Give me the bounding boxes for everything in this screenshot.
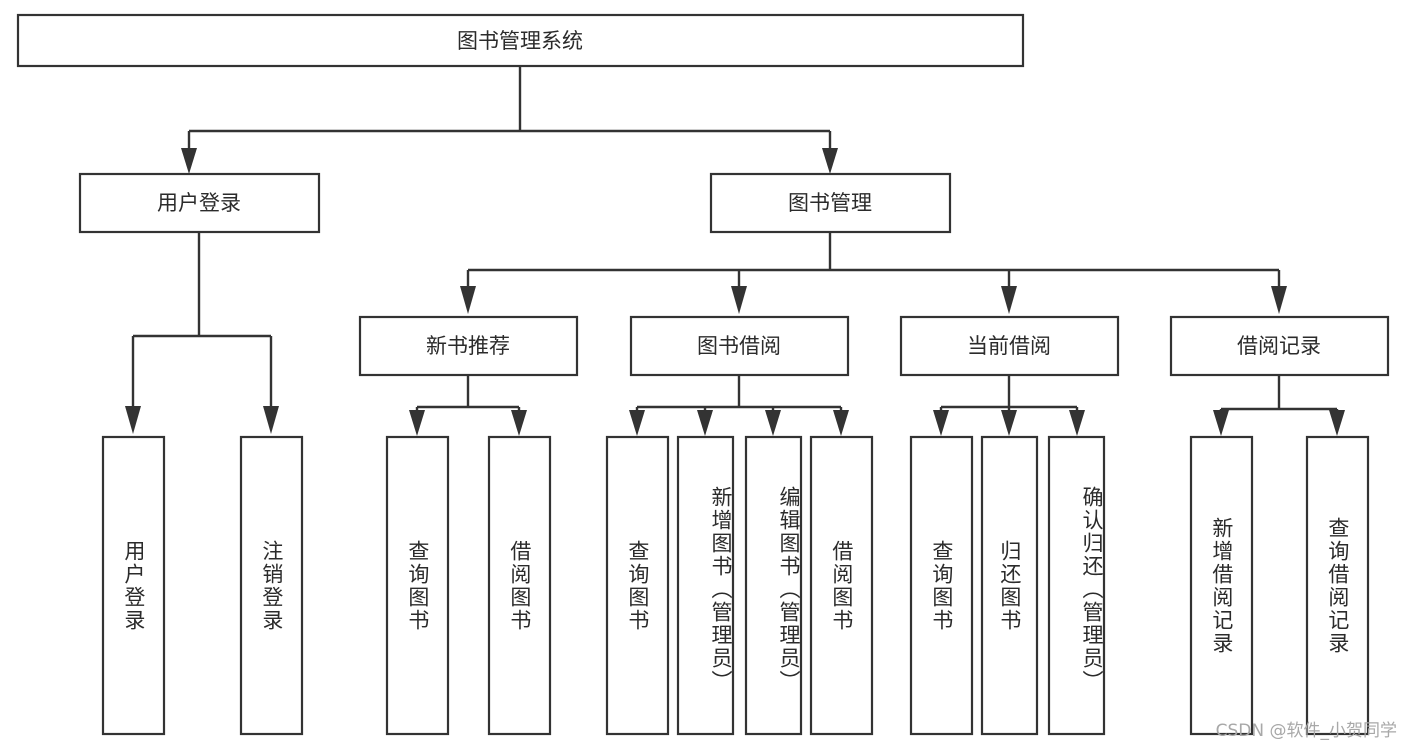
node-leaf-return-book-box[interactable]: [980, 435, 1039, 736]
connector-group-user-login: [125, 232, 279, 434]
node-new-book-recommend[interactable]: 新书推荐: [358, 315, 579, 377]
node-current-borrow-label: 当前借阅: [967, 334, 1051, 358]
arrow-head-book-borrow: [731, 286, 747, 314]
node-leaf-query-record-box[interactable]: [1305, 435, 1370, 736]
arrow-head-leaf-query-book-3: [933, 410, 949, 436]
connector-group-current-borrow: [933, 375, 1085, 436]
node-leaf-add-record-box[interactable]: [1189, 435, 1254, 736]
connector-group-borrow-record: [1213, 375, 1345, 436]
node-leaf-add-record-label: 新增借阅记录: [1209, 516, 1234, 655]
node-leaf-query-book-2-label: 查询图书: [625, 539, 650, 632]
node-leaf-add-book-label: 新增图书（管理员）: [709, 486, 733, 693]
node-leaf-query-book-1-box[interactable]: [385, 435, 450, 736]
connector-group-root: [181, 66, 838, 174]
arrow-head-new-book-recommend: [460, 286, 476, 314]
arrow-head-leaf-edit-book: [765, 410, 781, 436]
node-root-box[interactable]: [16, 13, 1025, 68]
arrow-head-leaf-return-book: [1001, 410, 1017, 436]
node-leaf-confirm-return-box[interactable]: [1047, 435, 1106, 736]
node-leaf-borrow-book-2-box[interactable]: [809, 435, 874, 736]
node-leaf-query-book-2-box[interactable]: [605, 435, 670, 736]
arrow-head-leaf-borrow-book-1: [511, 410, 527, 436]
arrow-head-leaf-query-book-2: [629, 410, 645, 436]
csdn-watermark: CSDN @软件_小贺同学: [1215, 721, 1397, 741]
node-leaf-borrow-book-2-label: 借阅图书: [829, 539, 854, 632]
node-book-management-box[interactable]: [709, 172, 952, 234]
node-book-management[interactable]: 图书管理: [709, 172, 952, 234]
node-user-login-label: 用户登录: [157, 191, 241, 215]
arrow-head-book-management: [822, 148, 838, 174]
connector-group-book-management: [460, 232, 1287, 314]
node-current-borrow[interactable]: 当前借阅: [899, 315, 1120, 377]
connector-group-new-book-recommend: [409, 375, 527, 436]
node-new-book-recommend-box[interactable]: [358, 315, 579, 377]
node-leaf-query-book-3-box[interactable]: [909, 435, 974, 736]
node-leaf-borrow-book-1-box[interactable]: [487, 435, 552, 736]
node-leaf-query-book-1-label: 查询图书: [405, 539, 430, 632]
node-leaf-return-book-label: 归还图书: [997, 539, 1022, 632]
node-leaf-query-record-label: 查询借阅记录: [1325, 516, 1350, 655]
node-leaf-logout-login-label: 注销登录: [259, 539, 284, 632]
node-borrow-record[interactable]: 借阅记录: [1169, 315, 1390, 377]
node-leaf-query-book-3-label: 查询图书: [929, 539, 954, 632]
arrow-head-leaf-logout-login: [263, 406, 279, 434]
node-current-borrow-box[interactable]: [899, 315, 1120, 377]
arrow-head-borrow-record: [1271, 286, 1287, 314]
node-book-borrow-label: 图书借阅: [697, 334, 781, 358]
node-leaf-logout-login-box[interactable]: [239, 435, 304, 736]
arrow-head-leaf-query-book-1: [409, 410, 425, 436]
node-leaf-add-book-box[interactable]: [676, 435, 735, 736]
node-leaf-confirm-return-label: 确认归还（管理员）: [1080, 486, 1104, 693]
node-user-login-box[interactable]: [78, 172, 321, 234]
node-borrow-record-label: 借阅记录: [1237, 334, 1321, 358]
arrow-head-current-borrow: [1001, 286, 1017, 314]
node-borrow-record-box[interactable]: [1169, 315, 1390, 377]
arrow-head-user-login: [181, 148, 197, 174]
arrow-head-leaf-user-login: [125, 406, 141, 434]
arrow-head-leaf-add-record: [1213, 410, 1229, 436]
node-leaf-edit-book-box[interactable]: [744, 435, 803, 736]
node-root[interactable]: 图书管理系统: [16, 13, 1025, 68]
node-root-label: 图书管理系统: [457, 29, 583, 53]
node-leaf-user-login-label: 用户登录: [121, 539, 146, 632]
arrow-head-leaf-query-record: [1329, 410, 1345, 436]
node-leaf-borrow-book-1-label: 借阅图书: [507, 539, 532, 632]
node-leaf-edit-book-label: 编辑图书（管理员）: [777, 486, 801, 693]
node-book-borrow-box[interactable]: [629, 315, 850, 377]
node-book-borrow[interactable]: 图书借阅: [629, 315, 850, 377]
connector-group-book-borrow: [629, 375, 849, 436]
arrow-head-leaf-confirm-return: [1069, 410, 1085, 436]
arrow-head-leaf-borrow-book-2: [833, 410, 849, 436]
node-leaf-user-login-box[interactable]: [101, 435, 166, 736]
node-new-book-recommend-label: 新书推荐: [426, 334, 510, 358]
node-book-management-label: 图书管理: [788, 191, 872, 215]
node-user-login[interactable]: 用户登录: [78, 172, 321, 234]
arrow-head-leaf-add-book: [697, 410, 713, 436]
